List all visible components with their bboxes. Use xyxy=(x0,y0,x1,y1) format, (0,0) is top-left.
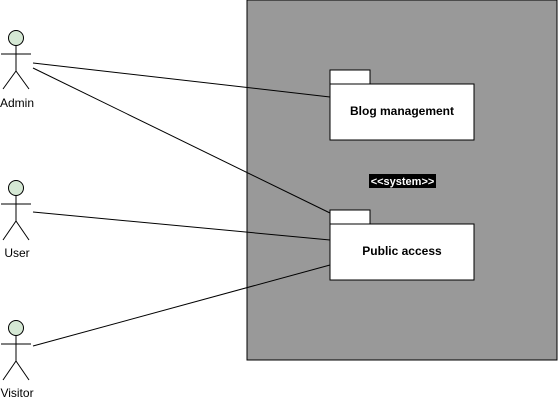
package-body xyxy=(329,223,475,281)
association-user-public xyxy=(32,211,331,241)
package-label-blog-management: Blog management xyxy=(350,104,454,118)
actor-head xyxy=(8,320,24,336)
package-tab xyxy=(329,209,371,225)
actor-left-leg xyxy=(2,220,17,241)
actor-right-leg xyxy=(15,70,30,90)
actor-right-leg xyxy=(15,220,30,241)
actor-visitor[interactable]: Visitor xyxy=(0,320,34,401)
actor-label-admin: Admin xyxy=(0,96,34,110)
package-tab xyxy=(329,69,371,85)
package-body xyxy=(329,83,475,141)
system-stereotype-background xyxy=(369,174,436,188)
actor-head xyxy=(8,30,24,46)
association-admin-public xyxy=(32,67,331,214)
system-stereotype-text: <<system>> xyxy=(371,176,435,188)
association-admin-blog xyxy=(32,62,331,98)
package-blog-management[interactable]: Blog management xyxy=(329,69,475,141)
associations xyxy=(32,62,331,347)
system-stereotype: <<system>> xyxy=(369,174,436,188)
actor-head xyxy=(8,180,24,196)
actor-left-leg xyxy=(2,360,17,381)
association-visitor-public xyxy=(32,264,331,347)
actor-left-leg xyxy=(2,70,17,90)
actor-admin[interactable]: Admin xyxy=(0,30,34,111)
actor-label-visitor: Visitor xyxy=(0,386,33,400)
package-public-access[interactable]: Public access xyxy=(329,209,475,281)
actor-user[interactable]: User xyxy=(1,180,31,261)
package-label-public-access: Public access xyxy=(362,244,442,258)
actor-right-leg xyxy=(15,360,30,381)
actor-label-user: User xyxy=(4,246,29,260)
